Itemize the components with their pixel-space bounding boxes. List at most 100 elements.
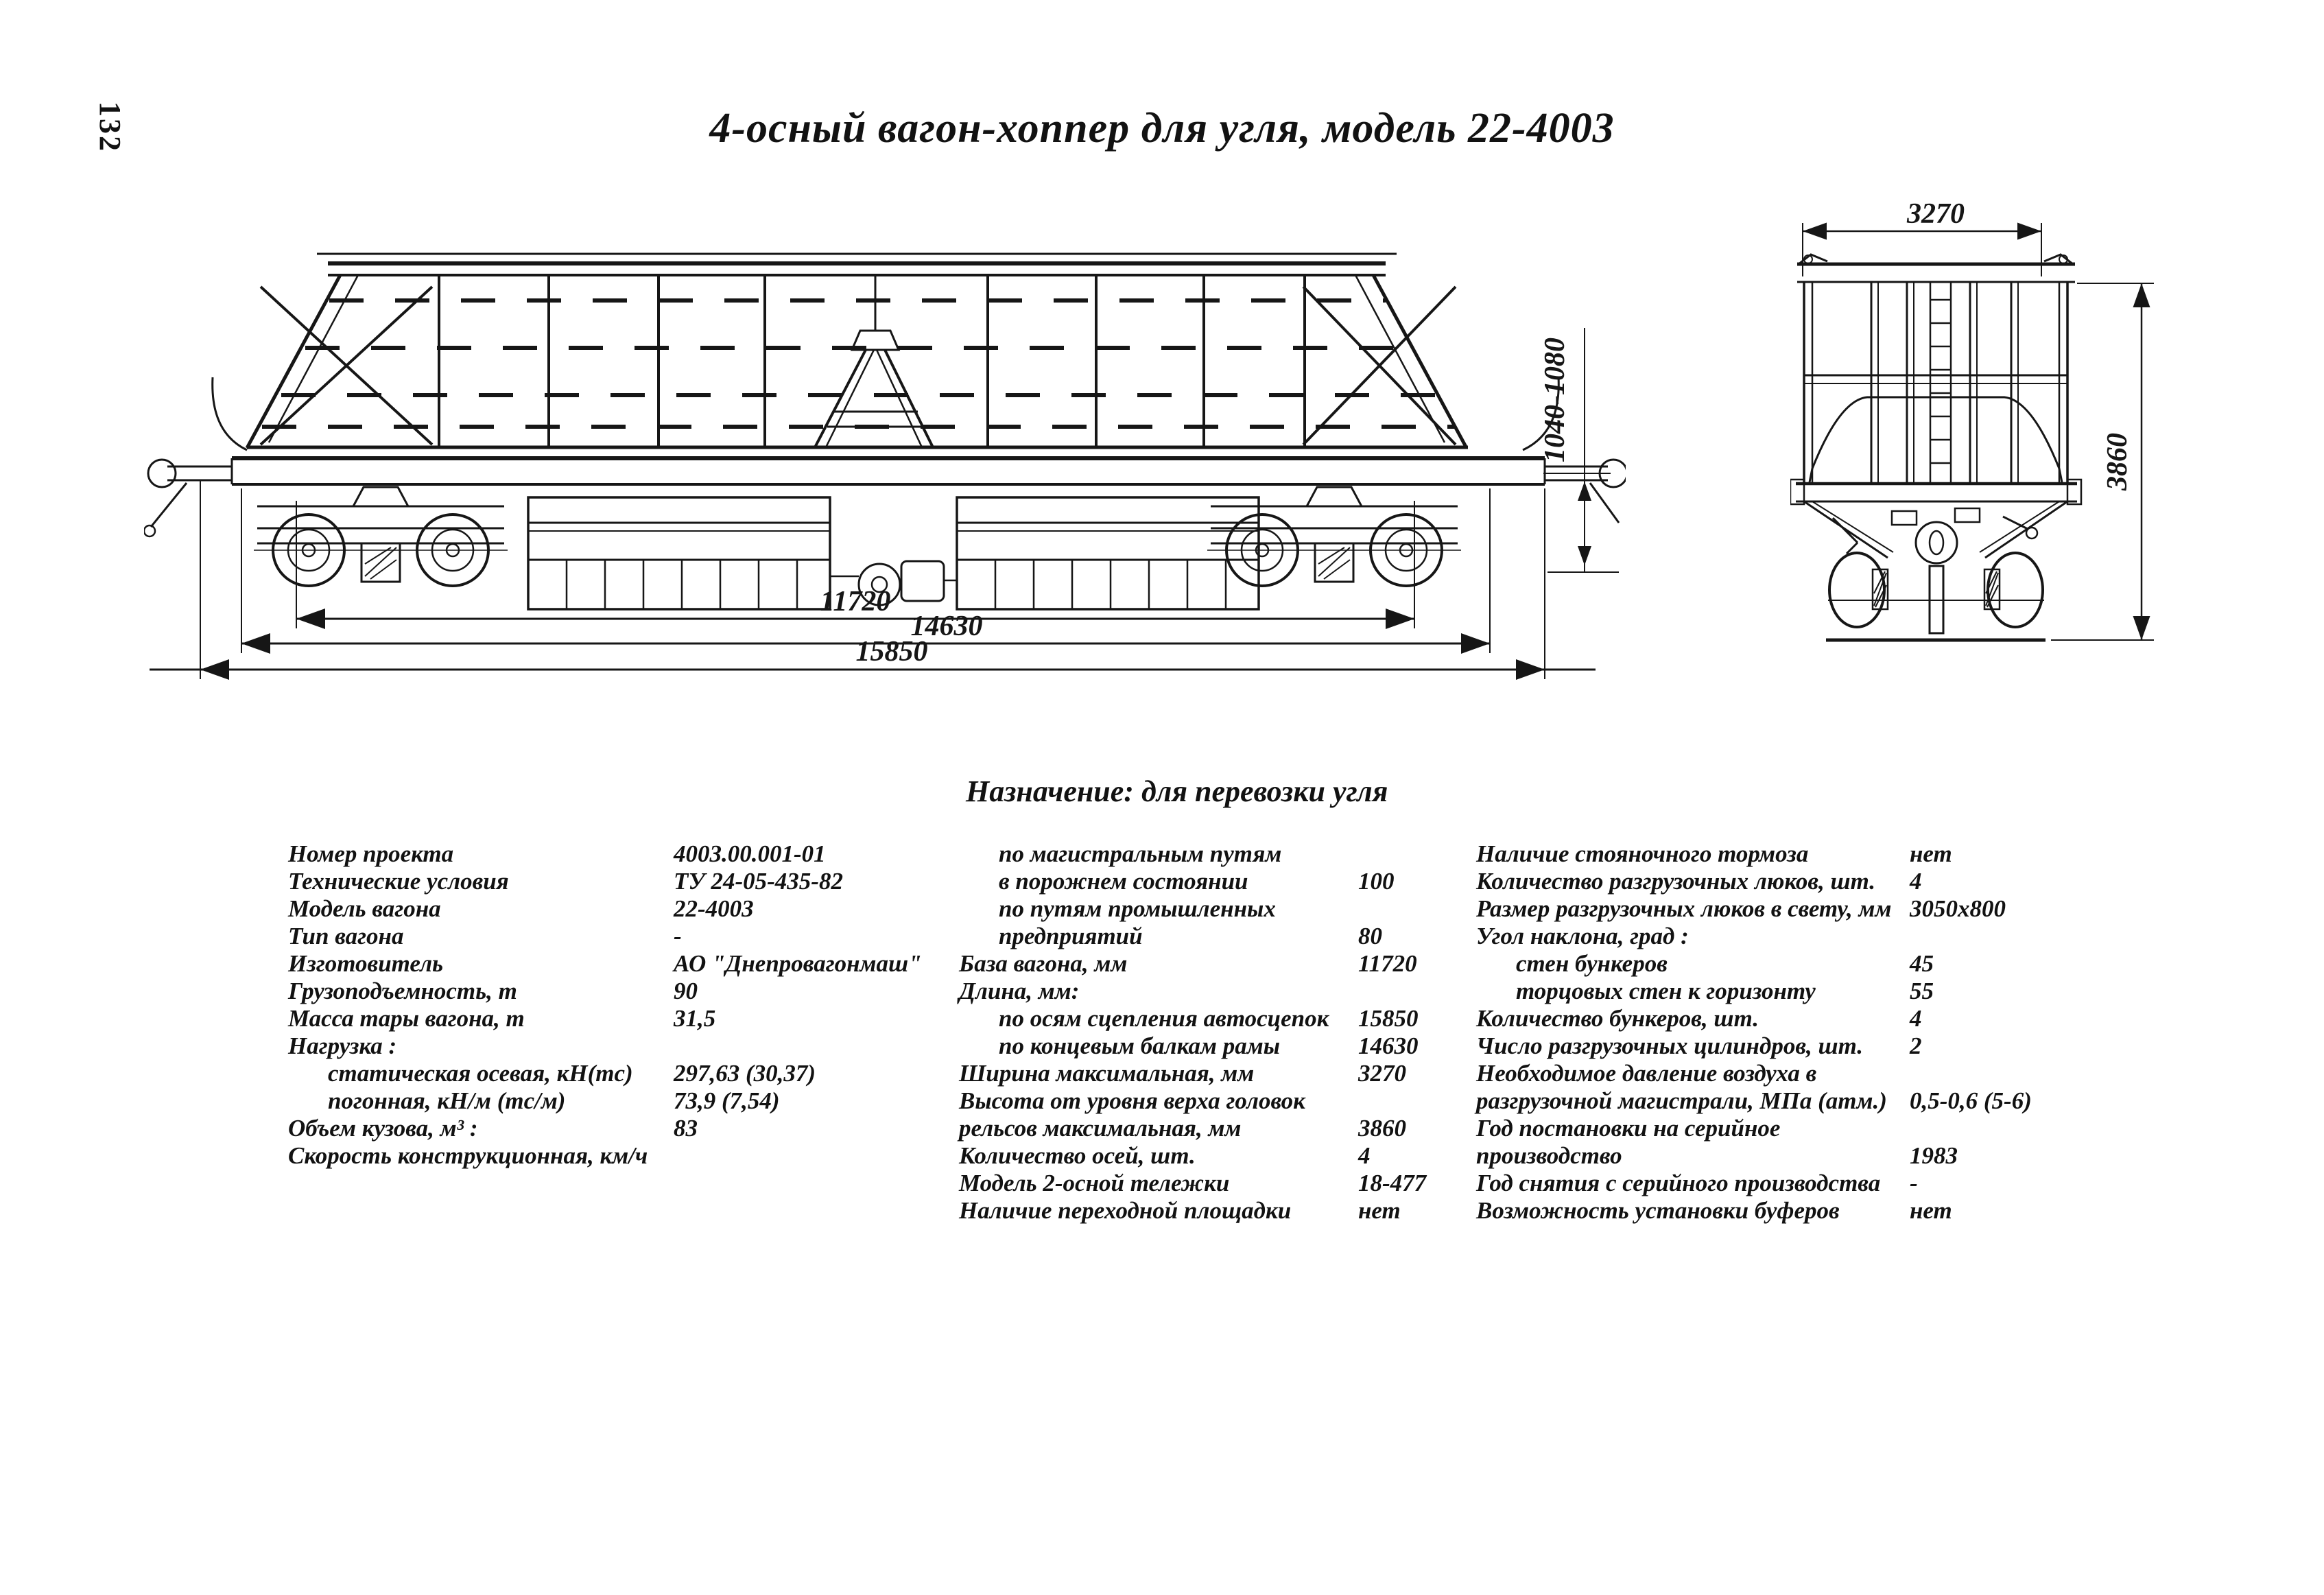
spec-label: Высота от уровня верха головок xyxy=(959,1087,1305,1114)
end-view-drawing: 3270 xyxy=(1790,198,2154,642)
spec-label: Число разгрузочных цилиндров, шт. xyxy=(1476,1032,1864,1059)
spec-value: 73,9 (7,54) xyxy=(674,1087,780,1114)
spec-value: нет xyxy=(1910,840,1952,867)
spec-row: Необходимое давление воздуха в xyxy=(1476,1060,2107,1087)
side-view-drawing: 11720 14630 15850 1040-1080 xyxy=(144,252,1626,680)
spec-value: нет xyxy=(1358,1197,1401,1224)
spec-value: 3860 xyxy=(1358,1115,1406,1142)
spec-label: стен бункеров xyxy=(1516,950,1668,977)
spec-label: Изготовитель xyxy=(288,950,444,977)
spec-row: Количество бункеров, шт. 4 xyxy=(1476,1005,2107,1032)
spec-label: Размер разгрузочных люков в свету, мм xyxy=(1476,895,1892,922)
spec-row: рельсов максимальная, мм 3860 xyxy=(959,1115,1480,1142)
spec-label: База вагона, мм xyxy=(959,950,1128,977)
spec-value: 4 xyxy=(1910,868,1922,895)
spec-row: в порожнем состоянии 100 xyxy=(959,868,1480,895)
spec-row: по концевым балкам рамы 14630 xyxy=(959,1032,1480,1060)
spec-value: нет xyxy=(1910,1197,1952,1224)
spec-label: Технические условия xyxy=(288,868,509,895)
spec-row: Количество осей, шт. 4 xyxy=(959,1142,1480,1170)
spec-label: рельсов максимальная, мм xyxy=(959,1115,1242,1142)
discharge-hatch-right xyxy=(956,496,1260,611)
spec-value: ТУ 24-05-435-82 xyxy=(674,868,843,895)
spec-value: 4 xyxy=(1910,1005,1922,1032)
spec-value: - xyxy=(674,923,682,949)
spec-value: 90 xyxy=(674,978,698,1004)
spec-label: Длина, мм: xyxy=(959,978,1080,1004)
spec-label: Модель 2-осной тележки xyxy=(959,1170,1230,1196)
spec-row: по путям промышленных xyxy=(959,895,1480,923)
ladder-rungs xyxy=(1930,298,1951,464)
spec-value: 2 xyxy=(1910,1032,1922,1059)
spec-label: Наличие переходной площадки xyxy=(959,1197,1292,1224)
spec-value: 1983 xyxy=(1910,1142,1958,1169)
dim-11720: 11720 xyxy=(820,586,891,617)
spec-label: по концевым балкам рамы xyxy=(999,1032,1280,1059)
spec-row: Размер разгрузочных люков в свету, мм 305… xyxy=(1476,895,2107,923)
spec-value: 31,5 xyxy=(674,1005,716,1032)
spec-label: Ширина максимальная, мм xyxy=(959,1060,1255,1087)
spec-row: Тип вагона- xyxy=(288,923,974,950)
spec-row: Наличие переходной площадки нет xyxy=(959,1197,1480,1225)
spec-label: торцовых стен к горизонту xyxy=(1516,978,1816,1004)
spec-label: Нагрузка : xyxy=(288,1032,397,1059)
spec-value: 297,63 (30,37) xyxy=(674,1060,816,1087)
spec-value: 4 xyxy=(1358,1142,1371,1169)
spec-label: Количество осей, шт. xyxy=(959,1142,1196,1169)
spec-label: Номер проекта xyxy=(288,840,454,867)
spec-label: Год постановки на серийное xyxy=(1476,1115,1781,1142)
spec-label: Грузоподъемность, т xyxy=(288,978,517,1004)
spec-label: Скорость конструкционная, км/ч xyxy=(288,1142,648,1169)
spec-row: по магистральным путям xyxy=(959,840,1480,868)
spec-label: Количество разгрузочных люков, шт. xyxy=(1476,868,1876,895)
spec-label: в порожнем состоянии xyxy=(999,868,1248,895)
spec-value: 3270 xyxy=(1358,1060,1406,1087)
spec-row: Нагрузка : xyxy=(288,1032,974,1060)
bogie-left xyxy=(254,486,508,587)
spec-value: - xyxy=(1910,1170,1918,1196)
spec-value: 3050x800 xyxy=(1910,895,2006,922)
spec-value: 0,5-0,6 (5-6) xyxy=(1910,1087,2032,1114)
discharge-hatch-left xyxy=(527,496,831,611)
spec-label: Возможность установки буферов xyxy=(1476,1197,1840,1224)
dim-3860: 3860 xyxy=(2102,433,2133,491)
spec-value: 22-4003 xyxy=(674,895,754,922)
spec-value: 83 xyxy=(674,1115,698,1142)
spec-label: Модель вагона xyxy=(288,895,441,922)
spec-label: по путям промышленных xyxy=(999,895,1276,922)
spec-label: производство xyxy=(1476,1142,1622,1169)
spec-label: Количество бункеров, шт. xyxy=(1476,1005,1759,1032)
spec-row: торцовых стен к горизонту 55 xyxy=(1476,978,2107,1005)
bogie-right xyxy=(1207,486,1461,587)
spec-label: статическая осевая, кН(тс) xyxy=(328,1060,633,1087)
purpose-heading: Назначение: для перевозки угля xyxy=(966,775,1388,808)
spec-row: стен бункеров 45 xyxy=(1476,950,2107,978)
spec-row: Длина, мм: xyxy=(959,978,1480,1005)
spec-value: 15850 xyxy=(1358,1005,1419,1032)
spec-value: 4003.00.001-01 xyxy=(674,840,826,867)
spec-label: Объем кузова, м³ : xyxy=(288,1115,478,1142)
spec-row: Высота от уровня верха головок xyxy=(959,1087,1480,1115)
spec-row: Число разгрузочных цилиндров, шт. 2 xyxy=(1476,1032,2107,1060)
spec-value: 45 xyxy=(1910,950,1934,977)
spec-row: Технические условия ТУ 24-05-435-82 xyxy=(288,868,974,895)
spec-label: Год снятия с серийного производства xyxy=(1476,1170,1881,1196)
spec-row: статическая осевая, кН(тс) 297,63 (30,37) xyxy=(288,1060,974,1087)
spec-label: по магистральным путям xyxy=(999,840,1282,867)
spec-value: 14630 xyxy=(1358,1032,1419,1059)
spec-value: 80 xyxy=(1358,923,1382,949)
spec-value: 100 xyxy=(1358,868,1395,895)
page-title: 4-осный вагон-хоппер для угля, модель 22… xyxy=(709,105,1615,152)
spec-value: 55 xyxy=(1910,978,1934,1004)
